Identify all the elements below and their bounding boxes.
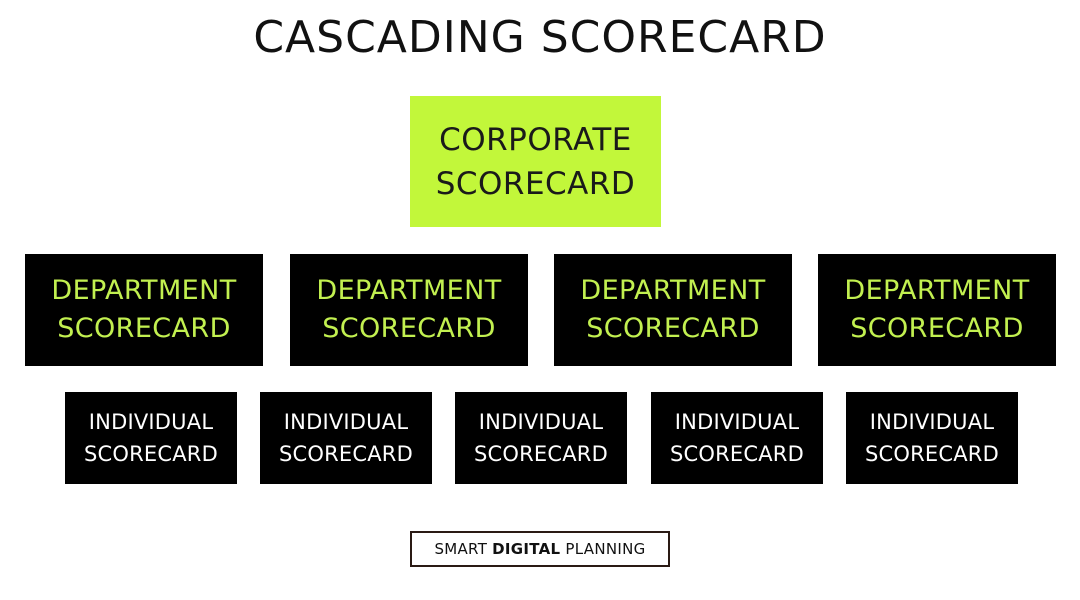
- brand-word-smart: SMART: [434, 540, 488, 558]
- individual-label-line1: INDIVIDUAL: [674, 410, 800, 434]
- department-scorecard-box: DEPARTMENT SCORECARD: [818, 254, 1056, 366]
- individual-scorecard-box: INDIVIDUAL SCORECARD: [651, 392, 823, 484]
- department-label-line1: DEPARTMENT: [316, 275, 502, 306]
- department-label-line2: SCORECARD: [322, 313, 496, 344]
- department-label-line1: DEPARTMENT: [51, 275, 237, 306]
- corporate-scorecard-box: CORPORATE SCORECARD: [410, 96, 661, 227]
- individual-label-line1: INDIVIDUAL: [283, 410, 409, 434]
- individual-label-line1: INDIVIDUAL: [478, 410, 604, 434]
- department-label-line1: DEPARTMENT: [580, 275, 766, 306]
- individual-label-line1: INDIVIDUAL: [869, 410, 995, 434]
- individual-label-line2: SCORECARD: [474, 442, 608, 466]
- individual-scorecard-box: INDIVIDUAL SCORECARD: [65, 392, 237, 484]
- department-label-line1: DEPARTMENT: [844, 275, 1030, 306]
- individual-scorecard-box: INDIVIDUAL SCORECARD: [846, 392, 1018, 484]
- department-label-line2: SCORECARD: [57, 313, 231, 344]
- department-label-line2: SCORECARD: [850, 313, 1024, 344]
- department-scorecard-box: DEPARTMENT SCORECARD: [25, 254, 263, 366]
- individual-label-line1: INDIVIDUAL: [88, 410, 214, 434]
- individual-label-line2: SCORECARD: [670, 442, 804, 466]
- department-scorecard-box: DEPARTMENT SCORECARD: [554, 254, 792, 366]
- corporate-label-line2: SCORECARD: [435, 165, 636, 202]
- department-label-line2: SCORECARD: [586, 313, 760, 344]
- corporate-label-line1: CORPORATE: [439, 121, 632, 158]
- brand-word-planning: PLANNING: [565, 540, 646, 558]
- brand-logo: SMART DIGITAL PLANNING: [410, 531, 670, 567]
- individual-label-line2: SCORECARD: [84, 442, 218, 466]
- individual-row: INDIVIDUAL SCORECARD INDIVIDUAL SCORECAR…: [0, 392, 1080, 484]
- department-row: DEPARTMENT SCORECARD DEPARTMENT SCORECAR…: [0, 254, 1080, 366]
- individual-scorecard-box: INDIVIDUAL SCORECARD: [260, 392, 432, 484]
- department-scorecard-box: DEPARTMENT SCORECARD: [290, 254, 528, 366]
- individual-label-line2: SCORECARD: [865, 442, 999, 466]
- brand-word-digital: DIGITAL: [492, 540, 561, 558]
- individual-label-line2: SCORECARD: [279, 442, 413, 466]
- individual-scorecard-box: INDIVIDUAL SCORECARD: [455, 392, 627, 484]
- page-title: CASCADING SCORECARD: [253, 12, 827, 63]
